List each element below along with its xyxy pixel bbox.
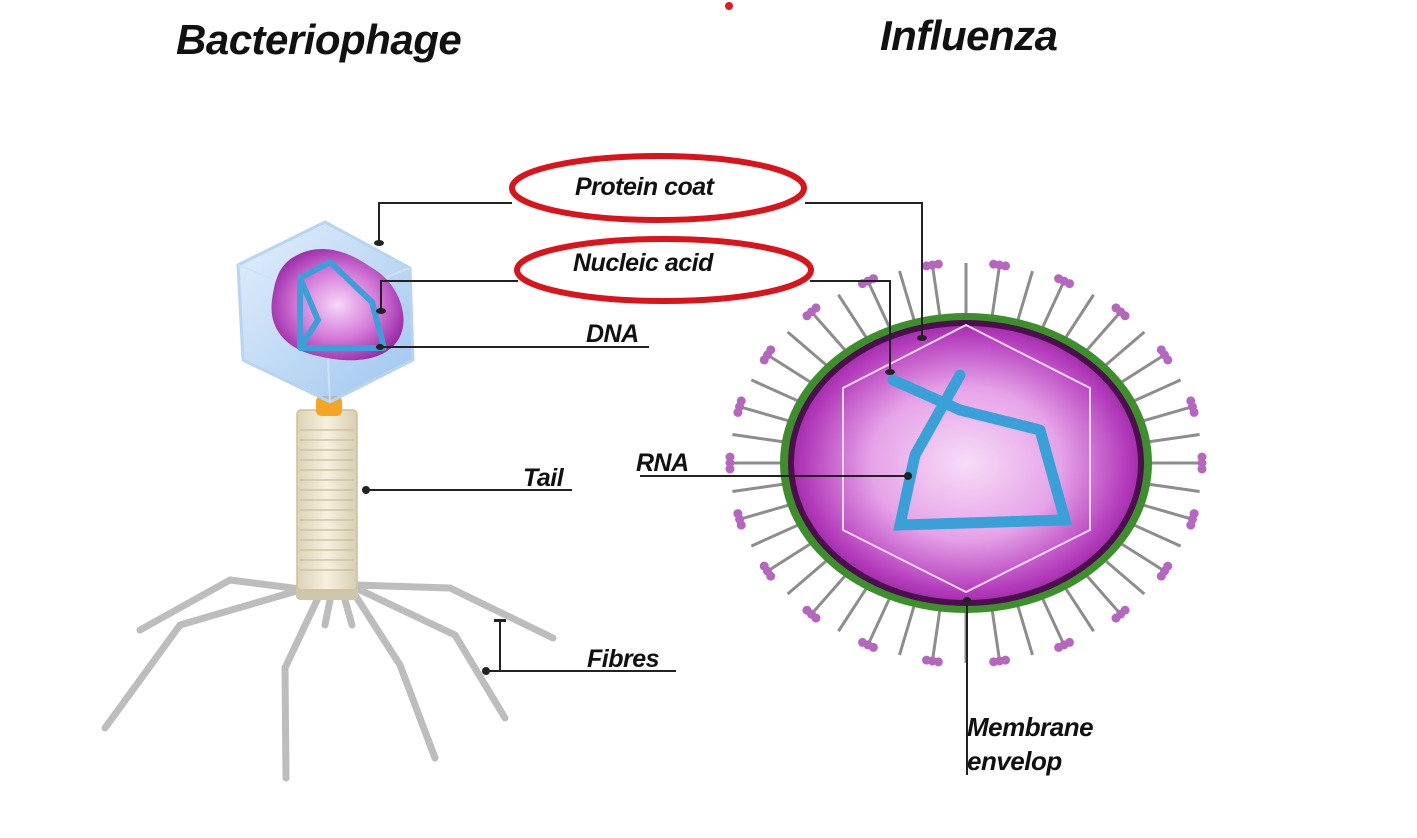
spike-stalk	[739, 405, 792, 424]
spike-head	[1189, 407, 1199, 417]
spike-head	[1163, 355, 1173, 365]
leader-protein-coat-left	[378, 202, 512, 242]
spike-head	[858, 637, 868, 647]
spike-stalk	[1146, 433, 1200, 444]
surface-spikes	[725, 259, 1207, 667]
title-influenza: Influenza	[880, 12, 1058, 59]
spike-stalk	[1140, 502, 1193, 521]
spike-stalk	[1040, 280, 1066, 330]
spike-stalk	[1131, 378, 1182, 404]
protein-coat-highlight	[509, 153, 807, 223]
spike-stalk	[1118, 353, 1166, 385]
leader-protein-coat-right	[805, 202, 923, 338]
label-protein-coat: Protein coat	[575, 173, 714, 201]
bacteriophage-illustration	[101, 220, 557, 782]
spike-head	[933, 259, 943, 269]
leader-end-dots	[362, 240, 971, 675]
spike-head	[1111, 613, 1121, 623]
spike-stalk	[810, 573, 848, 616]
virion-interior	[794, 326, 1138, 600]
leader-lines	[366, 202, 968, 775]
spike-stalk	[898, 603, 917, 656]
spike-stalk	[786, 330, 830, 368]
red-dot-icon	[725, 2, 733, 10]
tail-fibres	[101, 576, 557, 782]
spike-stalk	[739, 502, 792, 521]
title-bacteriophage: Bacteriophage	[176, 16, 462, 63]
spike-stalk	[766, 353, 814, 385]
influenza-virion-illustration	[725, 259, 1207, 667]
label-fibres: Fibres	[587, 645, 660, 673]
spike-head	[1054, 642, 1064, 652]
spike-head	[1197, 464, 1207, 474]
spike-stalk	[732, 433, 786, 444]
spike-stalk	[990, 608, 1002, 662]
spike-stalk	[930, 608, 942, 662]
leader-nucleic-acid-right	[810, 280, 891, 372]
spike-stalk	[810, 310, 848, 353]
spike-head	[1001, 261, 1011, 271]
spike-stalk	[1118, 541, 1166, 573]
spike-stalk	[750, 378, 801, 404]
spike-head	[1186, 520, 1196, 530]
spike-head	[802, 605, 812, 615]
spike-stalk	[766, 541, 814, 573]
spike-head	[989, 657, 999, 667]
label-membrane-line1: Membrane	[967, 712, 1094, 742]
spike-stalk	[1146, 482, 1200, 493]
spike-stalk	[786, 558, 830, 596]
spike-stalk	[990, 264, 1002, 318]
spike-stalk	[1084, 573, 1122, 616]
spike-stalk	[1015, 270, 1034, 323]
spike-head	[736, 396, 746, 406]
phage-dna	[297, 258, 388, 351]
spike-stalk	[732, 482, 786, 493]
spike-stalk	[1140, 405, 1193, 424]
spike-stalk	[930, 264, 942, 318]
spike-stalk	[1102, 330, 1146, 368]
spike-head	[1156, 571, 1166, 581]
spike-stalk	[866, 596, 892, 646]
spike-stalk	[837, 293, 869, 341]
spike-head	[1064, 279, 1074, 289]
spike-head	[759, 561, 769, 571]
spike-stalk	[1015, 603, 1034, 656]
leader-nucleic-acid-left	[380, 280, 518, 311]
spike-stalk	[1131, 522, 1182, 548]
spike-stalk	[750, 522, 801, 548]
label-nucleic-acid: Nucleic acid	[573, 249, 713, 277]
label-membrane-envelop: Membrane envelop	[967, 710, 1094, 778]
label-tail: Tail	[523, 464, 564, 492]
spike-head	[921, 655, 931, 665]
spike-stalk	[1063, 293, 1095, 341]
nucleic-acid-highlight	[514, 236, 814, 304]
spike-head	[811, 303, 821, 313]
spike-stalk	[837, 585, 869, 633]
label-rna: RNA	[636, 449, 689, 477]
spike-stalk	[1063, 585, 1095, 633]
spike-head	[1120, 311, 1130, 321]
tail-rings	[300, 429, 354, 571]
spike-head	[733, 509, 743, 519]
spike-head	[766, 345, 776, 355]
spike-stalk	[898, 270, 917, 323]
influenza-rna	[887, 369, 1073, 531]
inner-capsid-outline	[842, 323, 1091, 594]
spike-stalk	[1102, 558, 1146, 596]
spike-stalk	[1040, 596, 1066, 646]
spike-stalk	[1084, 310, 1122, 353]
spike-head	[725, 452, 735, 462]
label-membrane-line2: envelop	[967, 746, 1062, 776]
spike-stalk	[866, 280, 892, 330]
collar	[316, 396, 342, 416]
label-dna: DNA	[586, 320, 639, 348]
